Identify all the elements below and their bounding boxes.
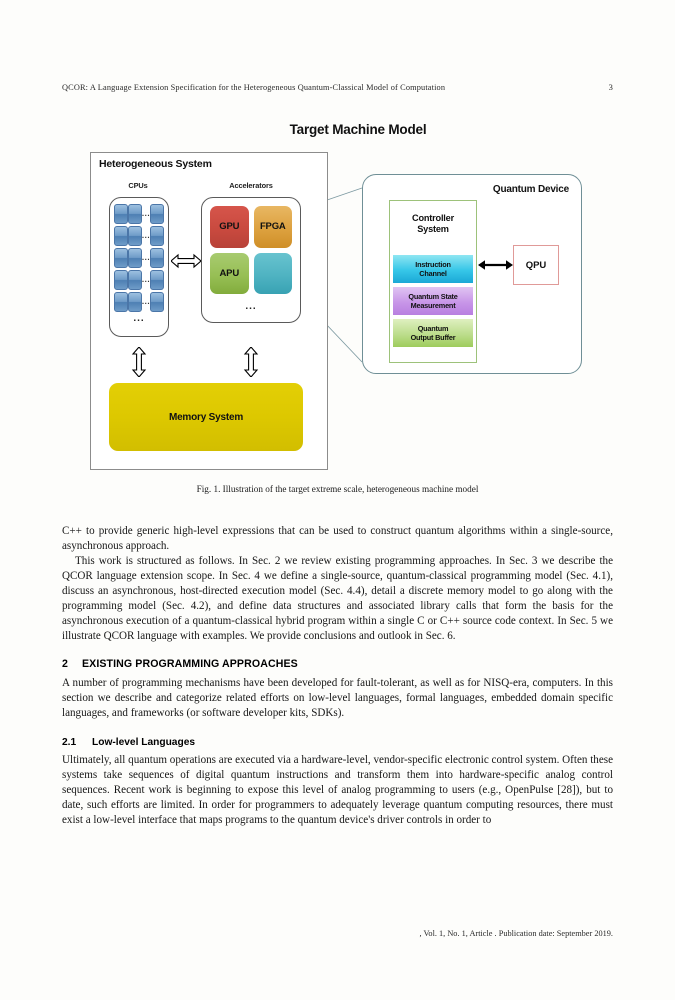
instruction-channel-line1: Instruction <box>415 260 451 269</box>
cpu-chip <box>114 248 128 268</box>
heterogeneous-system-box: Heterogeneous System CPUs Accelerators .… <box>90 152 328 470</box>
controller-blocks: Instruction Channel Quantum State Measur… <box>393 255 473 351</box>
running-head-title: QCOR: A Language Extension Specification… <box>62 83 446 92</box>
heterogeneous-system-label: Heterogeneous System <box>99 158 212 170</box>
figure-title: Target Machine Model <box>289 122 427 137</box>
paragraph-continued: C++ to provide generic high-level expres… <box>62 525 613 553</box>
figure-caption: Fig. 1. Illustration of the target extre… <box>196 484 479 494</box>
accelerators-bottom-ellipsis: ... <box>245 301 257 312</box>
cpu-row: ... <box>114 225 164 247</box>
accelerator-grid: GPU FPGA APU <box>210 206 292 294</box>
body-text: C++ to provide generic high-level expres… <box>62 524 613 828</box>
section-2-1-title: Low-level Languages <box>92 736 196 748</box>
cpu-chip <box>150 226 164 246</box>
cpu-row: ... <box>114 203 164 225</box>
running-head: QCOR: A Language Extension Specification… <box>62 82 613 92</box>
controller-title-line2: System <box>417 224 449 234</box>
quantum-device-label: Quantum Device <box>492 184 569 195</box>
section-2-1-number: 2.1 <box>62 736 77 748</box>
quantum-device-box: Quantum Device Controller System Instruc… <box>362 174 582 374</box>
cpu-chip <box>114 270 128 290</box>
figure-1: Target Machine Model Heterogeneous Syste… <box>62 112 613 502</box>
cpu-chip <box>114 226 128 246</box>
cpu-memory-arrow-icon <box>131 347 147 377</box>
controller-title-line1: Controller <box>412 213 454 223</box>
paragraph-section-2-1: Ultimately, all quantum operations are e… <box>62 753 613 826</box>
cpu-chip <box>127 226 142 246</box>
controller-block-quantum-state-measurement: Quantum State Measurement <box>393 287 473 315</box>
controller-system-box: Controller System Instruction Channel Qu… <box>389 200 477 363</box>
controller-block-quantum-output-buffer: Quantum Output Buffer <box>393 319 473 347</box>
cpu-chip <box>150 292 164 312</box>
cpus-box: ... ... ... ... <box>109 197 169 337</box>
page-footer: , Vol. 1, No. 1, Article . Publication d… <box>419 929 614 938</box>
accelerator-cell-quantum <box>253 252 292 294</box>
cpu-row: ... <box>114 291 164 313</box>
paragraph-structure: This work is structured as follows. In S… <box>62 555 613 643</box>
cpu-chip <box>127 248 142 268</box>
cpu-chip <box>127 270 142 290</box>
controller-block-instruction-channel: Instruction Channel <box>393 255 473 283</box>
accelerators-label: Accelerators <box>229 181 273 190</box>
accelerator-cell-fpga: FPGA <box>253 206 292 248</box>
accelerators-box: GPU FPGA APU ... <box>201 197 301 323</box>
cpu-row: ... <box>114 269 164 291</box>
cpus-bottom-ellipsis: ... <box>133 313 145 324</box>
cpu-chip <box>150 270 164 290</box>
accelerator-cell-gpu: GPU <box>210 206 249 248</box>
cpu-row-ellipsis: ... <box>141 275 151 284</box>
section-heading-2: 2 EXISTING PROGRAMMING APPROACHES <box>62 658 613 670</box>
paragraph-section-2: A number of programming mechanisms have … <box>62 677 613 720</box>
cpu-row: ... <box>114 247 164 269</box>
cpu-chip <box>150 248 164 268</box>
cpu-row-ellipsis: ... <box>141 209 151 218</box>
cpu-row-ellipsis: ... <box>141 297 151 306</box>
controller-system-title: Controller System <box>390 213 476 235</box>
quantum-state-measurement-line2: Measurement <box>410 301 456 310</box>
memory-system-box: Memory System <box>109 383 303 451</box>
instruction-channel-line2: Channel <box>419 269 447 278</box>
cpu-chip <box>114 204 128 224</box>
qpu-box: QPU <box>513 245 559 285</box>
page-number: 3 <box>608 82 613 92</box>
quantum-output-buffer-line2: Output Buffer <box>410 333 456 342</box>
accelerator-cell-apu: APU <box>210 252 249 294</box>
section-2-number: 2 <box>62 658 68 671</box>
quantum-state-measurement-line1: Quantum State <box>408 292 458 301</box>
controller-qpu-arrow-icon <box>478 260 513 270</box>
section-2-title: EXISTING PROGRAMMING APPROACHES <box>82 658 298 671</box>
cpu-row-ellipsis: ... <box>141 231 151 240</box>
cpu-chip <box>127 204 142 224</box>
cpus-label: CPUs <box>128 181 148 190</box>
cpu-chip <box>127 292 142 312</box>
quantum-output-buffer-line1: Quantum <box>417 324 449 333</box>
cpu-accelerator-arrow-icon <box>171 253 201 269</box>
cpu-row-ellipsis: ... <box>141 253 151 262</box>
accelerator-memory-arrow-icon <box>243 347 259 377</box>
section-heading-2-1: 2.1 Low-level Languages <box>62 737 613 748</box>
cpu-chip <box>150 204 164 224</box>
cpu-chip <box>114 292 128 312</box>
